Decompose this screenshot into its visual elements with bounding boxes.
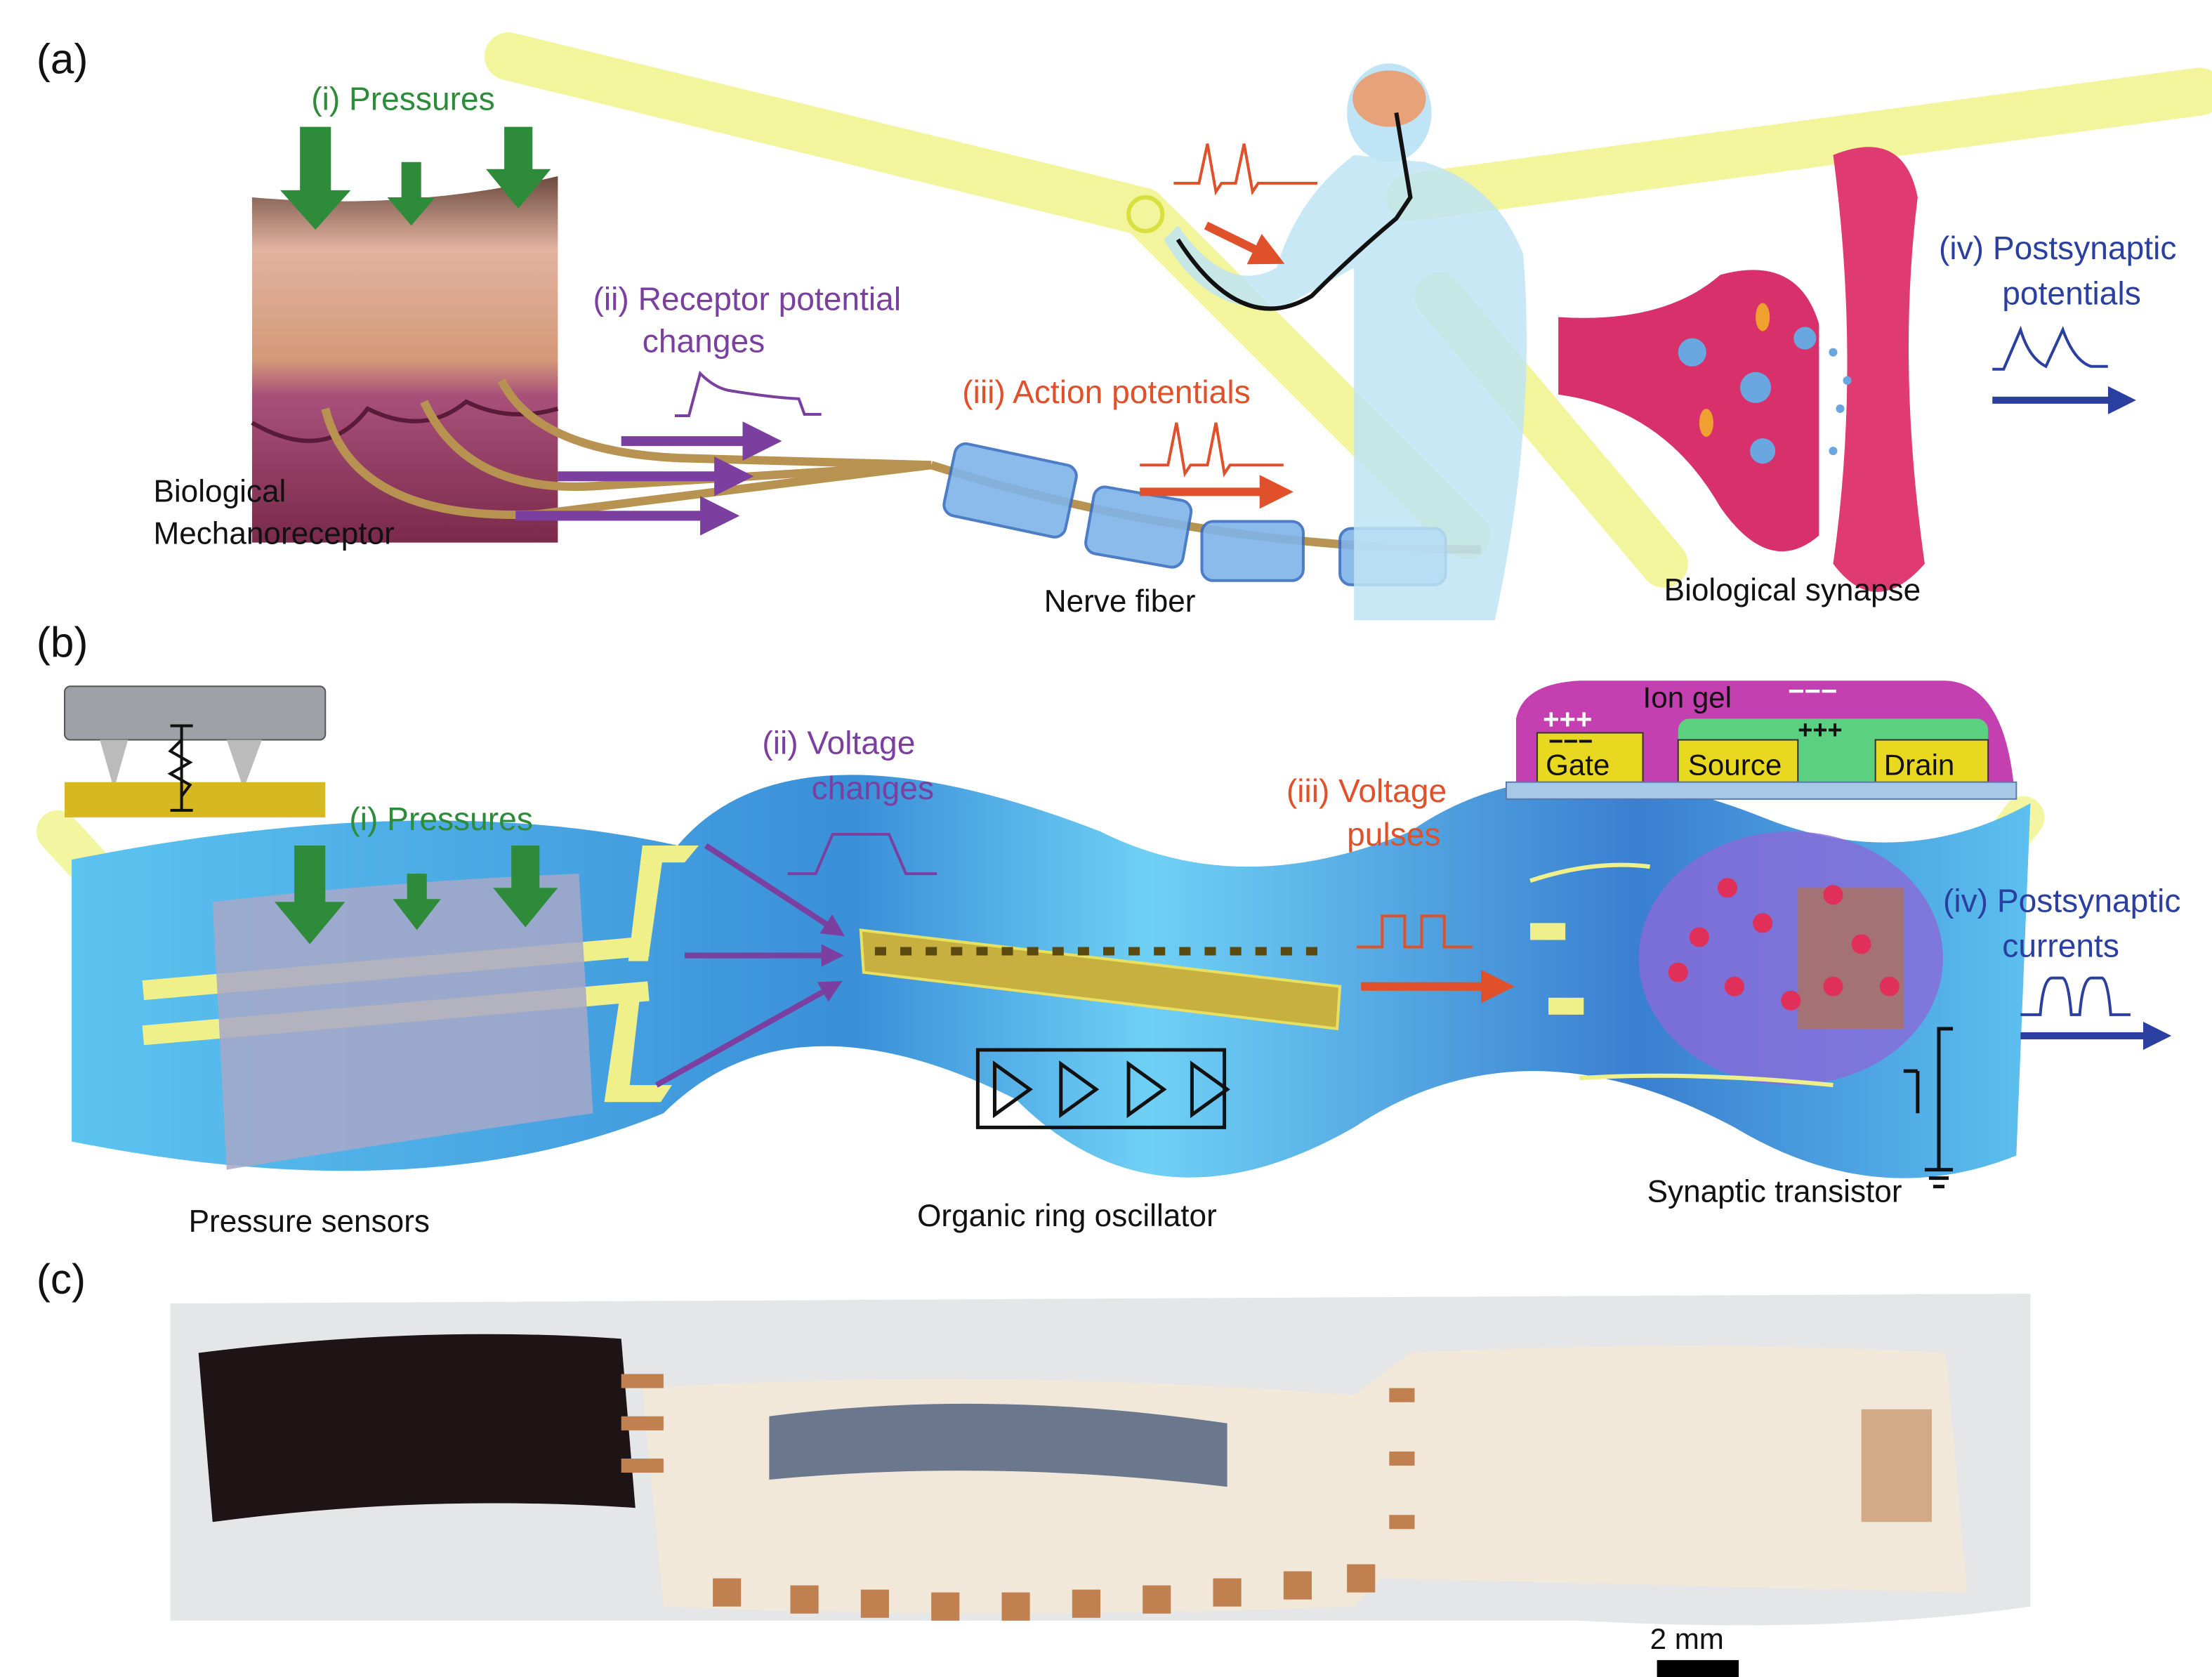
voltage-changes-label-line2: changes (812, 770, 934, 806)
panel-a: (a) (i) Pressures (ii) Receptor potentia… (37, 32, 2212, 620)
synaptic-transistor-device (1529, 831, 1943, 1088)
action-potential-waveform (1140, 422, 1284, 478)
ion-gel-transistor-inset: +++ −−− −−− +++ Ion gel Gate Source Drai… (1505, 675, 2017, 800)
voltage-changes-label-line1: (ii) Voltage (762, 725, 915, 761)
inverter-chain-symbol (975, 1048, 1230, 1129)
panel-b: (b) (i) Pressures (ii) Voltage changes (36, 619, 2180, 1239)
skin-section-illustration (251, 176, 559, 543)
postsynaptic-currents-label-line1: (iv) Postsynaptic (1943, 882, 2180, 919)
gate-label: Gate (1546, 749, 1609, 782)
panel-c: (c) 2 mm (37, 1256, 2031, 1677)
voltage-arrows (654, 843, 845, 1088)
sensor-electrodes (604, 846, 699, 1103)
ion-gel-label: Ion gel (1643, 680, 1732, 713)
postsynaptic-current-waveform (2020, 976, 2131, 1016)
voltage-change-waveform (787, 832, 937, 876)
synapse-illustration (1558, 147, 1925, 592)
postsynaptic-potentials-label-line1: (iv) Postsynaptic (1939, 230, 2176, 266)
nerve-fiber-label: Nerve fiber (1044, 584, 1196, 619)
afm-tip-inset (64, 685, 327, 817)
pressure-arrows (280, 126, 551, 230)
receptor-potential-label-line1: (ii) Receptor potential (593, 280, 902, 317)
action-potentials-label: (iii) Action potentials (962, 374, 1250, 410)
synaptic-transistor-label: Synaptic transistor (1647, 1175, 1902, 1209)
channel-positive-charges: +++ (1798, 716, 1842, 744)
pressure-sensor-array (142, 874, 650, 1170)
receptor-arrows (515, 421, 782, 536)
device-photograph (170, 1294, 2031, 1626)
scale-bar (1657, 1659, 1739, 1677)
mechanoreceptor-label-line2: Mechanoreceptor (153, 517, 394, 551)
biological-synapse-label: Biological synapse (1664, 573, 1921, 607)
transistor-circuit-symbol (1903, 1027, 1954, 1189)
pressure-sensors-label: Pressure sensors (189, 1204, 430, 1239)
panel-b-label: (b) (37, 619, 88, 666)
voltage-pulses-label-line1: (iii) Voltage (1286, 772, 1447, 809)
pressures-label-a: (i) Pressures (311, 81, 495, 117)
receptor-potential-waveform (674, 370, 822, 417)
postsynaptic-potentials-label-line2: potentials (2002, 275, 2141, 311)
receptor-potential-label-line2: changes (643, 323, 765, 360)
gel-negative-charges: −−− (1788, 675, 1837, 706)
scale-bar-label: 2 mm (1650, 1622, 1724, 1655)
pressures-label-b: (i) Pressures (349, 801, 533, 837)
source-label: Source (1688, 749, 1782, 782)
panel-c-label: (c) (37, 1256, 86, 1303)
gate-negative-charges: −−− (1548, 727, 1593, 756)
action-potential-waveform-small (1173, 143, 1318, 196)
voltage-pulse-waveform (1357, 914, 1473, 949)
gel-positive-charges: +++ (1543, 703, 1592, 735)
human-body-illustration (1126, 63, 1527, 620)
voltage-pulses-label-line2: pulses (1347, 816, 1440, 853)
mechanoreceptor-label-line1: Biological (153, 474, 286, 508)
postsynaptic-currents-label-line2: currents (2002, 928, 2119, 964)
drain-label: Drain (1884, 749, 1955, 782)
panel-a-label: (a) (37, 35, 88, 82)
ring-oscillator-chip (859, 928, 1342, 1031)
signal-arrow-red (1204, 221, 1285, 265)
ring-oscillator-label: Organic ring oscillator (917, 1199, 1217, 1233)
postsynaptic-potential-waveform (1992, 325, 2108, 371)
pressure-arrows-b (275, 846, 558, 945)
